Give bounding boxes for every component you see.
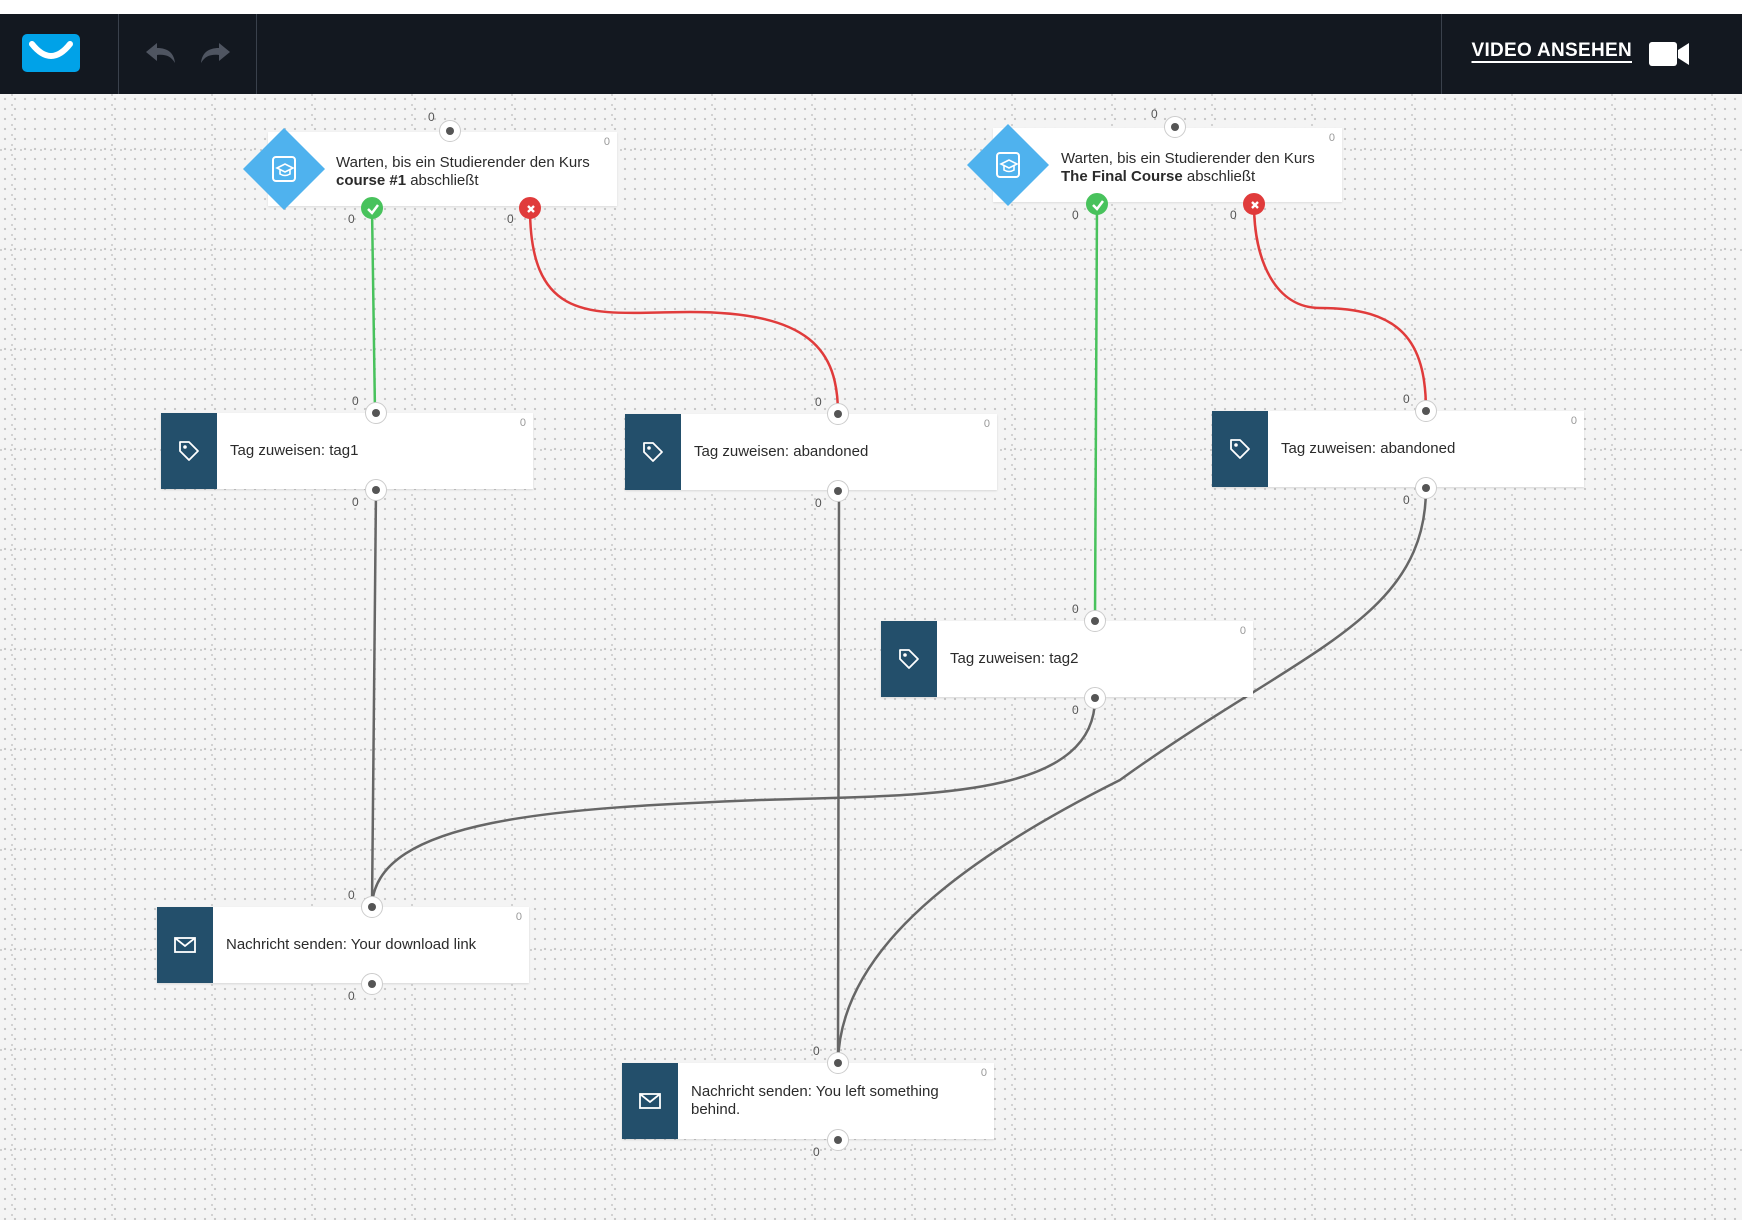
- action-icon-panel: [1212, 411, 1268, 487]
- action-icon-panel: [157, 907, 213, 983]
- port-count: 0: [348, 989, 355, 1003]
- no-port[interactable]: [1243, 193, 1265, 215]
- port-count: 0: [348, 888, 355, 902]
- port-count: 0: [1072, 602, 1079, 616]
- action-icon-panel: [625, 414, 681, 490]
- action-label: Tag zuweisen: tag2: [950, 650, 1079, 667]
- window-top-edge: [0, 0, 1742, 14]
- condition-label: Warten, bis ein Studierender den Kurs co…: [336, 154, 590, 189]
- port-count: 0: [1230, 208, 1237, 222]
- input-port[interactable]: [1164, 116, 1186, 138]
- node-counter: 0: [519, 417, 526, 429]
- input-port[interactable]: [1415, 400, 1437, 422]
- top-toolbar: VIDEO ANSEHEN: [0, 14, 1742, 94]
- input-port[interactable]: [439, 120, 461, 142]
- port-count: 0: [1403, 493, 1410, 507]
- close-icon: [1251, 201, 1259, 209]
- yes-port[interactable]: [1086, 193, 1108, 215]
- port-count: 0: [815, 395, 822, 409]
- node-counter: 0: [980, 1067, 987, 1079]
- input-port[interactable]: [827, 1052, 849, 1074]
- action-icon-panel: [881, 621, 937, 697]
- action-tag-tag2[interactable]: Tag zuweisen: tag2 0: [881, 621, 1253, 697]
- envelope-icon: [174, 937, 196, 953]
- action-label: Nachricht senden: You left something beh…: [691, 1083, 939, 1118]
- port-count: 0: [348, 212, 355, 226]
- undo-icon[interactable]: [143, 38, 179, 68]
- output-port[interactable]: [827, 1129, 849, 1151]
- port-count: 0: [352, 495, 359, 509]
- input-port[interactable]: [365, 402, 387, 424]
- port-count: 0: [815, 496, 822, 510]
- close-icon: [527, 205, 535, 213]
- workflow-canvas[interactable]: [0, 94, 1742, 1220]
- action-icon-panel: [622, 1063, 678, 1139]
- input-port[interactable]: [827, 403, 849, 425]
- port-count: 0: [1151, 107, 1158, 121]
- node-counter: 0: [1328, 132, 1335, 144]
- action-send-message-download-link[interactable]: Nachricht senden: Your download link 0: [157, 907, 529, 983]
- node-counter: 0: [515, 911, 522, 923]
- video-camera-icon[interactable]: [1648, 41, 1690, 67]
- tag-icon: [643, 442, 663, 462]
- tag-icon: [1230, 439, 1250, 459]
- output-port[interactable]: [361, 973, 383, 995]
- action-tag-abandoned[interactable]: Tag zuweisen: abandoned 0: [1212, 411, 1584, 487]
- condition-node-course-1[interactable]: Warten, bis ein Studierender den Kurs co…: [268, 132, 617, 206]
- video-ansehen-link[interactable]: VIDEO ANSEHEN: [1471, 40, 1632, 61]
- condition-node-final-course[interactable]: Warten, bis ein Studierender den Kurs Th…: [993, 128, 1342, 202]
- action-icon-panel: [161, 413, 217, 489]
- output-port[interactable]: [1084, 687, 1106, 709]
- port-count: 0: [1403, 392, 1410, 406]
- node-counter: 0: [1239, 625, 1246, 637]
- condition-label: Warten, bis ein Studierender den Kurs Th…: [1061, 150, 1315, 185]
- port-count: 0: [813, 1044, 820, 1058]
- check-icon: [367, 204, 379, 215]
- getresponse-logo-icon[interactable]: [22, 34, 80, 72]
- input-port[interactable]: [361, 896, 383, 918]
- action-send-message-left-behind[interactable]: Nachricht senden: You left something beh…: [622, 1063, 994, 1139]
- action-label: Nachricht senden: Your download link: [226, 936, 477, 953]
- envelope-icon: [639, 1093, 661, 1109]
- output-port[interactable]: [365, 479, 387, 501]
- tag-icon: [179, 441, 199, 461]
- output-port[interactable]: [827, 480, 849, 502]
- no-port[interactable]: [519, 197, 541, 219]
- port-count: 0: [352, 394, 359, 408]
- port-count: 0: [507, 212, 514, 226]
- check-icon: [1092, 200, 1104, 211]
- port-count: 0: [813, 1145, 820, 1159]
- yes-port[interactable]: [361, 197, 383, 219]
- toolbar-divider: [256, 14, 257, 94]
- action-label: Tag zuweisen: abandoned: [1281, 440, 1456, 457]
- node-counter: 0: [983, 418, 990, 430]
- action-label: Tag zuweisen: tag1: [230, 442, 359, 459]
- tag-icon: [899, 649, 919, 669]
- port-count: 0: [428, 110, 435, 124]
- output-port[interactable]: [1415, 477, 1437, 499]
- toolbar-divider: [118, 14, 119, 94]
- port-count: 0: [1072, 208, 1079, 222]
- node-counter: 0: [603, 136, 610, 148]
- port-count: 0: [1072, 703, 1079, 717]
- action-label: Tag zuweisen: abandoned: [694, 443, 869, 460]
- toolbar-divider: [1441, 14, 1442, 94]
- node-counter: 0: [1570, 415, 1577, 427]
- action-tag-abandoned[interactable]: Tag zuweisen: abandoned 0: [625, 414, 997, 490]
- input-port[interactable]: [1084, 610, 1106, 632]
- action-tag-tag1[interactable]: Tag zuweisen: tag1 0: [161, 413, 533, 489]
- redo-icon[interactable]: [197, 38, 233, 68]
